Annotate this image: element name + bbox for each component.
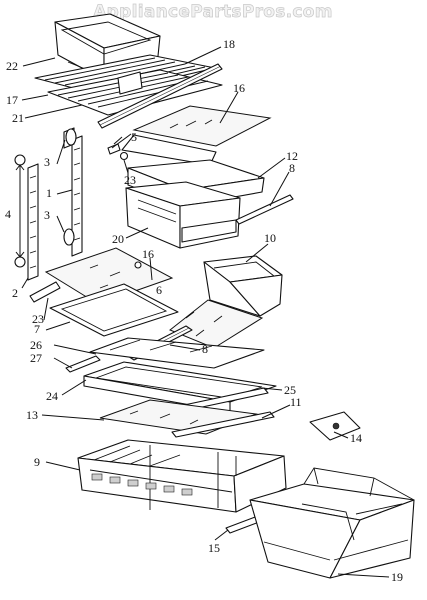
part-11-rail[interactable] — [171, 411, 275, 438]
callout-5: 5 — [131, 130, 137, 144]
callout-3b: 3 — [44, 208, 50, 222]
part-5-screw[interactable] — [107, 136, 123, 155]
part-7-frame[interactable] — [49, 283, 179, 337]
callout-2: 2 — [12, 286, 18, 300]
callout-4: 4 — [5, 207, 11, 221]
callout-21: 21 — [12, 111, 24, 125]
part-26-trim[interactable] — [89, 337, 265, 369]
callout-20: 20 — [112, 232, 124, 246]
part-21-wire-shelf[interactable] — [47, 69, 223, 116]
part-16-glass-shelf-upper[interactable] — [121, 105, 272, 166]
callout-12: 12 — [286, 149, 298, 163]
callout-23b: 23 — [32, 312, 44, 326]
callout-22: 22 — [6, 59, 18, 73]
callout-11: 11 — [290, 395, 302, 409]
watermark-text: AppliancePartsPros.com — [93, 2, 333, 22]
callout-8a: 8 — [289, 161, 295, 175]
callout-16b: 16 — [142, 247, 154, 261]
part-2-shelf-ladder[interactable] — [27, 163, 39, 281]
callout-27: 27 — [30, 351, 42, 365]
part-18-rail[interactable] — [97, 63, 223, 129]
callout-3a: 3 — [44, 155, 50, 169]
part-10-bin[interactable] — [203, 255, 283, 317]
callout-15: 15 — [208, 541, 220, 555]
callout-18: 18 — [223, 37, 235, 51]
callout-9: 9 — [34, 455, 40, 469]
part-14-control-cover[interactable] — [309, 411, 361, 441]
callout-24: 24 — [46, 389, 58, 403]
part-27-rail[interactable] — [65, 355, 101, 373]
part-16-glass-shelf-middle[interactable] — [44, 247, 174, 305]
callout-6: 6 — [156, 283, 162, 297]
part-8-rail-upper[interactable] — [235, 194, 294, 225]
leader-lines — [21, 46, 390, 578]
part-19-crisper-pans[interactable] — [249, 467, 415, 579]
part-23-screw-upper[interactable] — [119, 151, 129, 161]
part-9-pan-support[interactable] — [77, 439, 287, 513]
callout-10: 10 — [264, 231, 276, 245]
callout-7: 7 — [34, 322, 40, 336]
part-3-bracket-lower[interactable] — [63, 228, 75, 246]
callout-17: 17 — [6, 93, 18, 107]
callout-23a: 23 — [124, 173, 136, 187]
callout-1: 1 — [46, 186, 52, 200]
part-23-screw-lower[interactable] — [29, 281, 61, 303]
callout-8b: 8 — [202, 342, 208, 356]
part-4-cap[interactable] — [14, 154, 26, 268]
callout-25: 25 — [284, 383, 296, 397]
callout-14: 14 — [350, 431, 362, 445]
part-20-crisper-drawer[interactable] — [125, 181, 241, 249]
part-3-bracket-upper[interactable] — [65, 128, 77, 146]
callout-16a: 16 — [233, 81, 245, 95]
part-13-glass-cover[interactable] — [99, 399, 258, 435]
callout-13: 13 — [26, 408, 38, 422]
callout-19: 19 — [391, 570, 403, 584]
callout-26: 26 — [30, 338, 42, 352]
